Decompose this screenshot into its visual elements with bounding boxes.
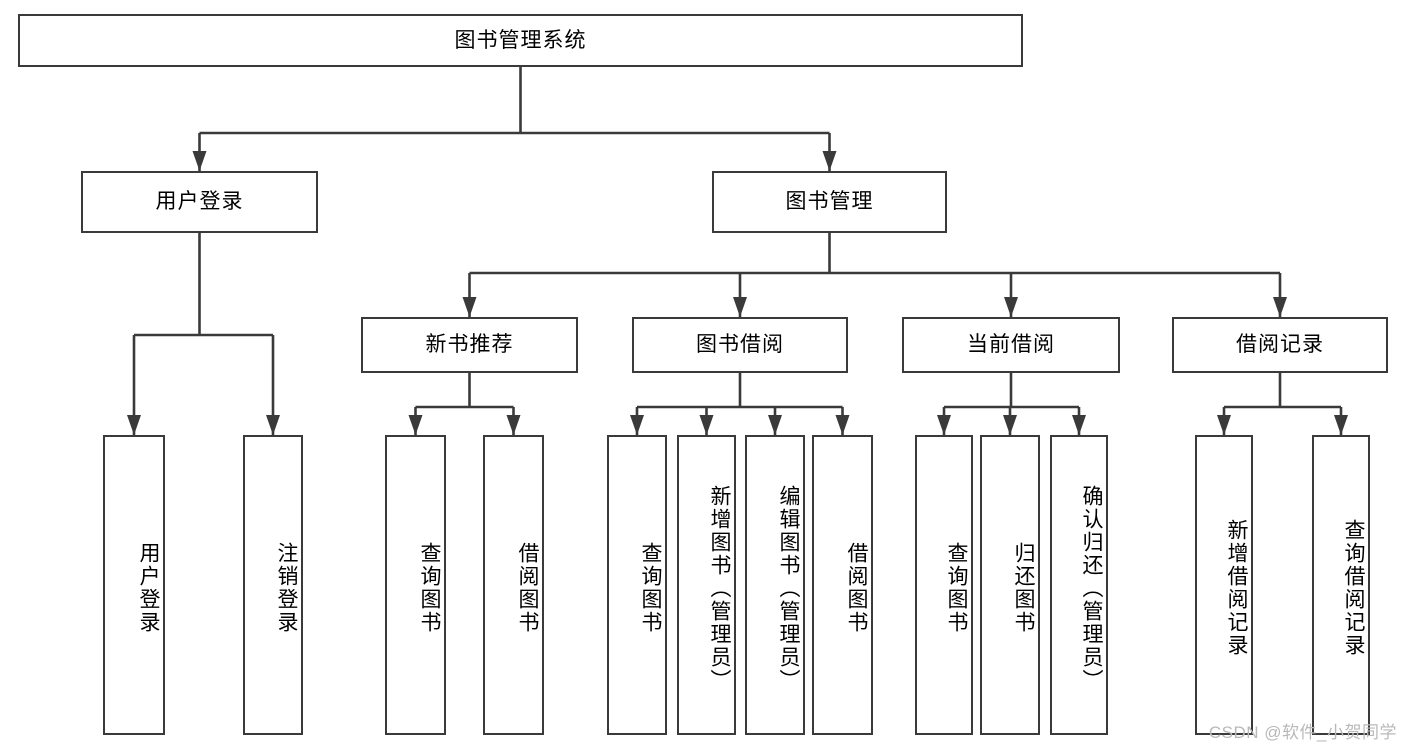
node-leaf-query-record[interactable]: 查询借阅记录: [1312, 435, 1370, 735]
arrowhead-icon: [127, 415, 141, 435]
node-user-login[interactable]: 用户登录: [81, 171, 318, 233]
node-label: 新书推荐: [425, 333, 514, 357]
node-label: 借阅记录: [1236, 333, 1324, 357]
arrowhead-icon: [462, 297, 477, 317]
arrowhead-icon: [1273, 297, 1287, 317]
node-current-borrow[interactable]: 当前借阅: [902, 317, 1120, 373]
node-label: 确认归还（管理员）: [1080, 484, 1103, 692]
arrowhead-icon: [1004, 297, 1018, 317]
arrowhead-icon: [1072, 415, 1086, 435]
node-label: 查询借阅记录: [1342, 519, 1365, 657]
node-leaf-borrow-book-2[interactable]: 借阅图书: [812, 435, 873, 735]
node-leaf-query-book-2[interactable]: 查询图书: [607, 435, 667, 735]
node-leaf-confirm-return[interactable]: 确认归还（管理员）: [1050, 435, 1108, 735]
node-label: 图书借阅: [696, 333, 784, 357]
arrowhead-icon: [1334, 415, 1348, 435]
node-label: 当前借阅: [967, 333, 1055, 357]
node-label: 借阅图书: [845, 542, 868, 634]
node-leaf-user-login[interactable]: 用户登录: [103, 435, 165, 735]
node-label: 借阅图书: [516, 542, 539, 634]
arrowhead-icon: [822, 151, 837, 171]
node-label: 用户登录: [137, 542, 160, 634]
node-book-borrow[interactable]: 图书借阅: [632, 317, 848, 373]
arrowhead-icon: [266, 415, 280, 435]
node-root[interactable]: 图书管理系统: [18, 14, 1023, 67]
arrowhead-icon: [630, 415, 644, 435]
node-label: 查询图书: [418, 542, 441, 634]
arrowhead-icon: [408, 415, 423, 435]
node-label: 图书管理: [785, 190, 874, 214]
node-label: 归还图书: [1012, 542, 1035, 634]
node-label: 图书管理系统: [454, 28, 587, 52]
node-label: 新增借阅记录: [1225, 519, 1248, 657]
node-leaf-edit-book[interactable]: 编辑图书（管理员）: [745, 435, 805, 735]
arrowhead-icon: [937, 415, 951, 435]
node-label: 新增图书（管理员）: [708, 484, 731, 692]
node-leaf-add-record[interactable]: 新增借阅记录: [1195, 435, 1253, 735]
node-leaf-add-book[interactable]: 新增图书（管理员）: [677, 435, 736, 735]
node-label: 用户登录: [155, 190, 244, 214]
arrowhead-icon: [192, 151, 207, 171]
node-borrow-record[interactable]: 借阅记录: [1172, 317, 1388, 373]
arrowhead-icon: [733, 297, 747, 317]
node-label: 编辑图书（管理员）: [777, 484, 800, 692]
arrowhead-icon: [699, 415, 714, 435]
node-label: 查询图书: [945, 542, 968, 634]
node-new-book-rec[interactable]: 新书推荐: [361, 317, 578, 373]
node-leaf-query-book-1[interactable]: 查询图书: [385, 435, 446, 735]
node-leaf-return-book[interactable]: 归还图书: [980, 435, 1040, 735]
node-label: 查询图书: [639, 542, 662, 634]
arrowhead-icon: [506, 415, 521, 435]
node-label: 注销登录: [275, 542, 298, 634]
arrowhead-icon: [1217, 415, 1231, 435]
node-leaf-query-book-3[interactable]: 查询图书: [915, 435, 973, 735]
node-book-manage[interactable]: 图书管理: [712, 171, 947, 233]
node-leaf-user-logout[interactable]: 注销登录: [243, 435, 303, 735]
node-leaf-borrow-book-1[interactable]: 借阅图书: [483, 435, 544, 735]
arrowhead-icon: [835, 415, 850, 435]
watermark-text: CSDN @软件_小贺同学: [1208, 723, 1397, 742]
arrowhead-icon: [768, 415, 782, 435]
arrowhead-icon: [1003, 415, 1017, 435]
